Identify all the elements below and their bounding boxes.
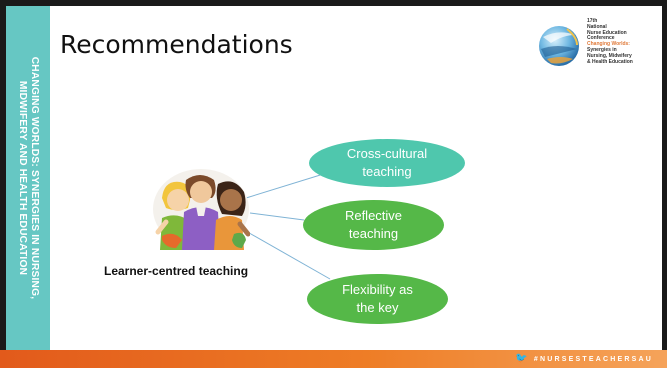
node-label-line: Reflective [344,208,403,223]
footer-bar: 🐦 #NURSESTEACHERSAU [0,350,667,368]
connector-line [243,229,331,280]
logo-line: Conference [587,35,615,42]
conference-logo: 17th National Nurse Education Conference… [537,18,661,79]
hashtag-text: #NURSESTEACHERSAU [533,356,653,363]
node-label-line: teaching [362,164,412,179]
node-label-line: the key [356,300,399,315]
node-label-line: Cross-cultural [346,146,428,161]
logo-line: Synergies in [587,46,617,53]
node-label-line: Flexibility as [342,282,413,297]
slide-title: Recommendations [60,30,293,59]
connector-line [245,171,331,199]
frame-border-left [0,0,6,368]
logo-line: Nursing, Midwifery [587,52,632,59]
children-illustration-icon [153,169,250,250]
logo-line: Nurse Education [587,29,627,36]
footer-hashtag: 🐦 #NURSESTEACHERSAU [515,352,653,367]
frame-border-top [0,0,667,6]
twitter-bird-icon: 🐦 [515,353,530,364]
sidebar-banner: CHANGING WORLDS: SYNERGIES IN NURSING, M… [6,6,50,350]
center-label: Learner-centred teaching [104,264,249,278]
globe-logo-icon [539,26,579,66]
logo-caption: 17th National Nurse Education Conference… [587,18,661,65]
node-reflective-teaching: Reflective teaching [303,200,444,250]
logo-line: National [587,23,607,30]
frame-border-right [662,0,667,368]
node-cross-cultural-teaching: Cross-cultural teaching [309,139,465,187]
connector-line [249,212,305,221]
logo-line: 17th [587,18,598,24]
node-label-line: teaching [348,226,399,241]
node-flexibility-as-the-key: Flexibility as the key [307,274,448,324]
logo-line-highlight: Changing Worlds: [587,41,630,48]
logo-line: & Health Education [587,58,633,65]
